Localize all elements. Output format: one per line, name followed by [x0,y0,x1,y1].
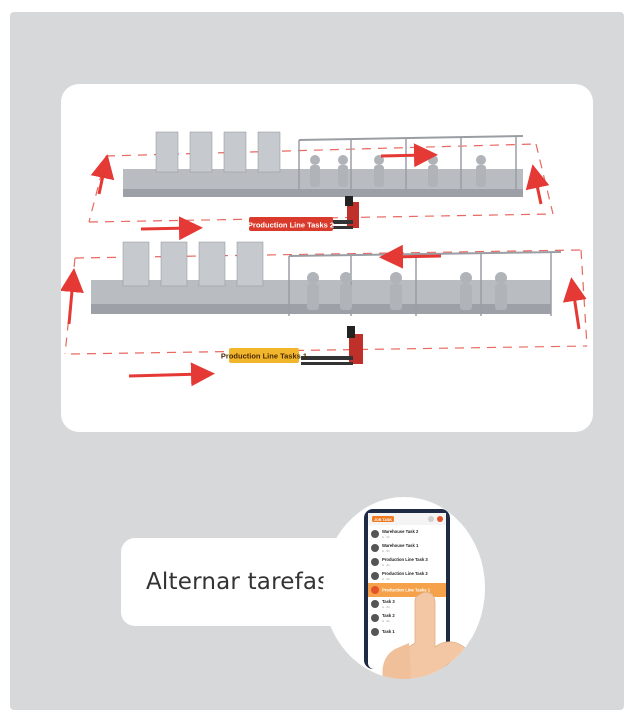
phone-task-row[interactable]: Task 3 A · 01 [371,599,395,609]
task-sub: A · 01 [382,577,390,581]
phone-task-row[interactable]: Task 1 [371,628,395,636]
task-sub: A · 01 [382,563,390,567]
factory-illustration: Production Line Tasks 2 Production Line … [61,131,588,387]
phone-header-label: JOB TASK [374,518,392,522]
task-icon [371,544,379,552]
phone-task-row[interactable]: Production Line Task 3 A · 01 [371,557,428,567]
task-title: Task 2 [382,613,395,618]
phone-task-row-selected[interactable]: Production Line Tasks 1 [368,583,446,597]
task-title: Task 1 [382,629,395,634]
phone-settings-icon[interactable] [428,516,434,522]
phone-task-row[interactable]: Warehouse Task 2 A · 01 [371,529,419,539]
lower-production-line [91,241,562,316]
callout-text: Alternar tarefas [146,569,330,595]
upper-production-line [123,131,524,197]
task-sub: A · 01 [382,535,390,539]
task-icon [371,572,379,580]
task-sub: A · 01 [382,605,390,609]
label-line2-bg [249,217,333,231]
task-title: Production Line Task 3 [382,557,428,562]
label-line1: Production Line Tasks 1 [221,352,307,361]
task-title: Task 3 [382,599,395,604]
phone-illustration: JOB TASK Warehouse Task 2 A · 01 Warehou… [364,509,485,679]
forklift-lower [301,326,363,365]
phone-task-row[interactable]: Task 2 A · 01 [371,613,395,623]
task-sub: A · 01 [382,619,390,623]
phone-close-icon[interactable] [437,516,443,522]
task-icon [371,530,379,538]
phone-task-list: Warehouse Task 2 A · 01 Warehouse Task 1… [368,529,446,636]
task-title: Warehouse Task 2 [382,529,419,534]
task-icon [371,558,379,566]
hand-illustration [382,591,485,679]
task-icon [371,628,379,636]
task-icon [371,586,379,594]
task-icon [371,600,379,608]
task-icon [371,614,379,622]
task-title: Production Line Task 2 [382,571,428,576]
task-sub: A · 01 [382,549,390,553]
task-title: Warehouse Task 1 [382,543,419,548]
phone-task-row[interactable]: Warehouse Task 1 A · 01 [371,543,419,553]
label-line1-bg [229,348,299,363]
factory-scene: Production Line Tasks 2 Production Line … [61,84,593,432]
task-title: Production Line Tasks 1 [382,588,431,593]
label-line2: Production Line Tasks 2 [248,221,334,230]
phone-zoom-circle: JOB TASK Warehouse Task 2 A · 01 Warehou… [323,497,485,679]
phone-task-row[interactable]: Production Line Task 2 A · 01 [371,571,428,581]
route-arrows [61,143,587,387]
